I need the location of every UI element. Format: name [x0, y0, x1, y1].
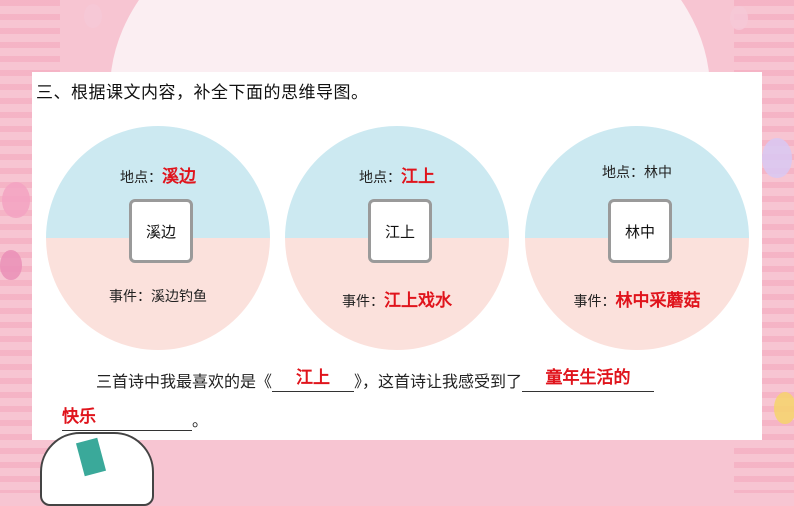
- sentence-end: 。: [192, 411, 209, 430]
- center-box: 溪边: [129, 199, 193, 263]
- balloon-decoration: [730, 6, 748, 30]
- mind-map-circle-2: 地点：江上 江上 事件：江上戏水: [285, 126, 509, 350]
- sentence-part-1: 三首诗中我最喜欢的是《: [96, 372, 273, 391]
- event-given: 溪边钓鱼: [151, 289, 207, 305]
- place-line: 地点：溪边: [46, 162, 270, 187]
- place-label: 地点：: [602, 165, 644, 181]
- fill-in-sentence-continued: 快乐。: [62, 406, 208, 431]
- feeling-blank-1: 童年生活的: [522, 367, 655, 392]
- event-answer: 林中采蘑菇: [615, 291, 701, 311]
- event-label: 事件：: [342, 294, 384, 310]
- event-answer: 江上戏水: [384, 291, 452, 311]
- mind-map-circle-1: 地点：溪边 溪边 事件：溪边钓鱼: [46, 126, 270, 350]
- place-answer: 江上: [401, 167, 435, 187]
- event-label: 事件：: [109, 289, 151, 305]
- event-label: 事件：: [573, 294, 616, 310]
- center-box: 林中: [608, 199, 672, 263]
- sentence-part-2: 》，这首诗让我感受到了: [354, 372, 523, 391]
- place-label: 地点：: [359, 170, 401, 186]
- place-given: 林中: [644, 165, 672, 181]
- balloon-decoration: [774, 392, 794, 424]
- event-line: 事件：江上戏水: [285, 286, 509, 311]
- balloon-decoration: [762, 138, 792, 178]
- center-box: 江上: [368, 199, 432, 263]
- balloon-decoration: [0, 250, 22, 280]
- mind-map-circle-3: 地点：林中 林中 事件：林中采蘑菇: [525, 126, 749, 350]
- favorite-poem-blank: 江上: [272, 367, 355, 392]
- balloon-decoration: [2, 182, 30, 218]
- place-line: 地点：江上: [285, 162, 509, 187]
- feeling-blank-2: 快乐: [62, 406, 192, 431]
- event-line: 事件：溪边钓鱼: [46, 286, 270, 306]
- place-answer: 溪边: [162, 167, 196, 187]
- balloon-decoration: [84, 4, 102, 28]
- fill-in-sentence: 三首诗中我最喜欢的是《江上》，这首诗让我感受到了童年生活的: [96, 367, 655, 392]
- question-heading: 三、根据课文内容，补全下面的思维导图。: [36, 83, 369, 103]
- event-line: 事件：林中采蘑菇: [525, 286, 749, 311]
- place-line: 地点：林中: [525, 162, 749, 182]
- place-label: 地点：: [120, 170, 162, 186]
